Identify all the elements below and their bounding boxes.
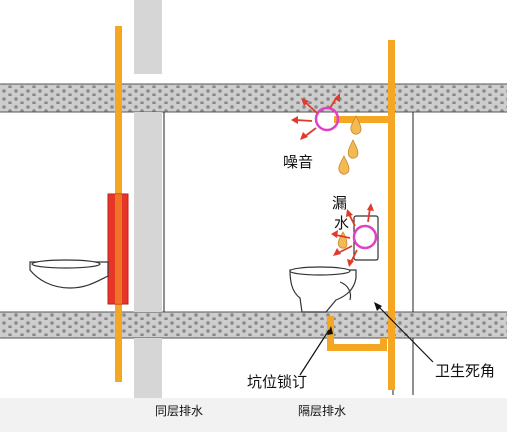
leak-label-line2: 水 xyxy=(334,214,350,232)
wall-hung-toilet-icon xyxy=(29,259,109,289)
pit-lock-label: 坑位锁订 xyxy=(247,373,308,391)
cross-floor-drainage-label: 隔层排水 xyxy=(298,404,347,418)
same-floor-drainage-label: 同层排水 xyxy=(155,404,204,418)
leak-problem-circle-icon xyxy=(352,224,378,250)
upper-floor-slab xyxy=(0,83,507,113)
lower-floor-slab xyxy=(0,311,507,339)
dead-corner-label: 卫生死角 xyxy=(435,362,496,380)
ground-strip xyxy=(0,398,507,432)
noise-problem-circle-icon xyxy=(314,106,340,132)
water-drop-icon xyxy=(337,115,362,249)
leader-lines xyxy=(299,302,434,376)
noise-label: 噪音 xyxy=(283,153,314,171)
toilet-icon xyxy=(289,215,379,313)
leak-label-line1: 漏 xyxy=(332,194,348,212)
central-column xyxy=(134,0,162,408)
arrow-icon xyxy=(291,93,374,267)
